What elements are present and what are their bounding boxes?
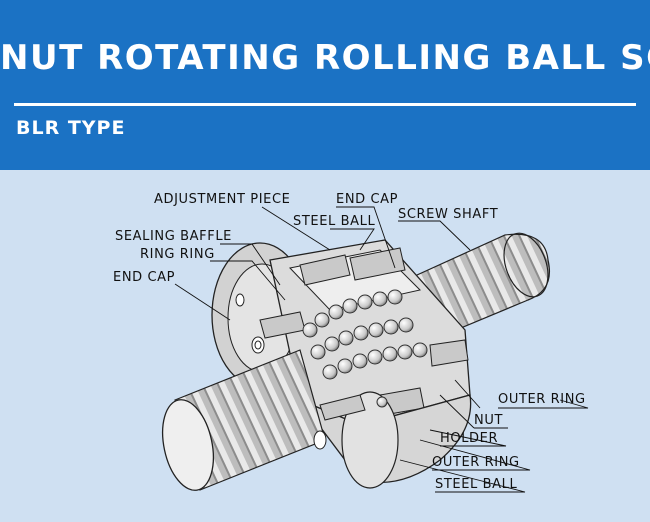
label-end-cap-top: END CAP bbox=[336, 192, 399, 207]
screw-shaft-left bbox=[162, 349, 327, 491]
front-outer-ring bbox=[298, 391, 472, 489]
header-banner: NUT ROTATING ROLLING BALL SCREW BLR TYPE bbox=[0, 0, 650, 170]
page-subtitle: BLR TYPE bbox=[16, 117, 126, 139]
label-sealing-baffle: SEALING BAFFLE bbox=[115, 229, 232, 244]
leader-lines bbox=[174, 206, 589, 493]
label-adjustment-piece: ADJUSTMENT PIECE bbox=[154, 192, 291, 207]
label-outer-ring-right: OUTER RING bbox=[498, 392, 586, 407]
label-nut: NUT bbox=[474, 413, 503, 428]
header-divider bbox=[14, 103, 636, 106]
label-end-cap-left: END CAP bbox=[113, 270, 176, 285]
label-ring-ring: RING RING bbox=[140, 247, 215, 262]
steel-balls bbox=[302, 289, 428, 380]
label-screw-shaft: SCREW SHAFT bbox=[398, 207, 499, 222]
label-steel-ball-bottom: STEEL BALL bbox=[435, 477, 518, 492]
label-steel-ball-top: STEEL BALL bbox=[293, 214, 376, 229]
label-outer-ring-bottom: OUTER RING bbox=[432, 455, 520, 470]
page-title: NUT ROTATING ROLLING BALL SCREW bbox=[0, 38, 650, 78]
label-holder: HOLDER bbox=[440, 431, 499, 446]
